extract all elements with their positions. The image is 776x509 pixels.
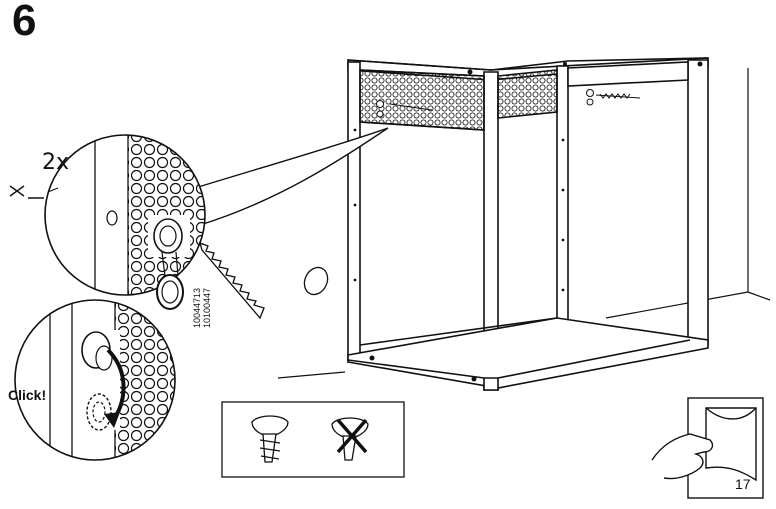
- frame-screws: [376, 89, 641, 118]
- screw-correct-icon: [251, 415, 289, 463]
- cabinet-frame: [347, 57, 709, 391]
- room-outline: [277, 68, 771, 379]
- quantity-label: 2x: [42, 150, 70, 175]
- page-turn-icon: [651, 397, 764, 499]
- screw-large: [199, 241, 329, 320]
- click-label: Click!: [8, 387, 47, 403]
- detail-circle-top: [44, 134, 206, 310]
- part-numbers: 10044713 10100447: [192, 268, 212, 328]
- arrow-mark: [9, 185, 44, 199]
- part-number: 10044713: [192, 287, 202, 328]
- frame-holes: [353, 61, 703, 382]
- screw-wrong-icon: [331, 417, 369, 461]
- detail-pointer: [194, 127, 389, 226]
- screw-compare-panel: [221, 401, 405, 478]
- page-number: 17: [735, 476, 751, 492]
- step-number: 6: [12, 0, 37, 45]
- part-number: 10100447: [202, 287, 212, 328]
- detail-circle-bottom: [14, 299, 176, 461]
